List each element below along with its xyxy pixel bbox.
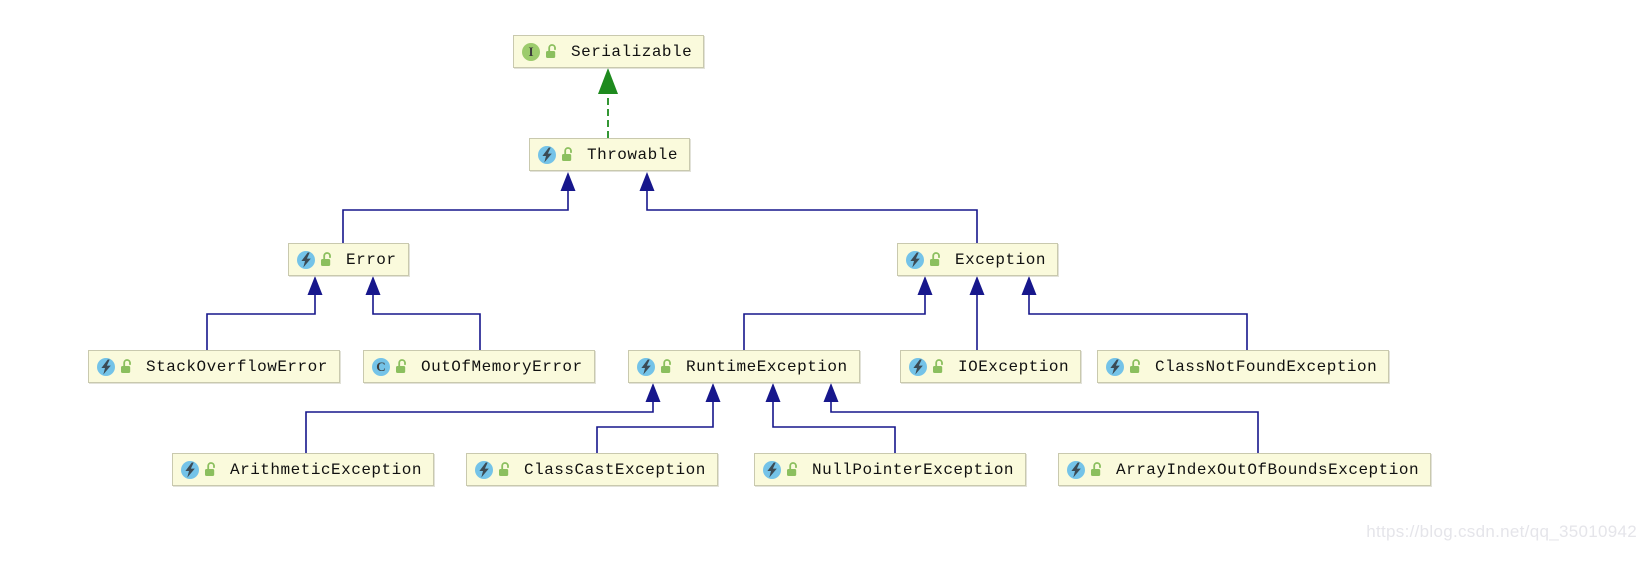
inheritance-edge-out-of-memory-error-to-error bbox=[372, 295, 481, 350]
lightning-bolt-icon bbox=[1071, 462, 1081, 477]
unlocked-lock-icon bbox=[396, 359, 406, 373]
unlocked-lock-icon bbox=[933, 359, 943, 373]
inheritance-arrowhead bbox=[645, 383, 661, 402]
inheritance-arrowhead bbox=[917, 276, 933, 295]
watermark-text: https://blog.csdn.net/qq_35010942 bbox=[1366, 522, 1637, 541]
inheritance-arrowhead bbox=[765, 383, 781, 402]
lightning-bolt-icon bbox=[910, 252, 920, 267]
class-name-label: Throwable bbox=[587, 145, 678, 164]
lightning-bolt-icon bbox=[185, 462, 195, 477]
class-name-label: ClassCastException bbox=[524, 460, 706, 479]
unlocked-lock-icon bbox=[321, 252, 331, 266]
class-node-class-not-found-exception[interactable]: ClassNotFoundException bbox=[1097, 350, 1390, 383]
class-name-label: ClassNotFoundException bbox=[1155, 357, 1378, 376]
class-icon-letter: C bbox=[376, 359, 386, 374]
class-node-runtime-exception[interactable]: RuntimeException bbox=[628, 350, 860, 383]
exception-class-icon bbox=[906, 250, 924, 269]
exception-class-icon bbox=[637, 357, 655, 376]
class-name-label: RuntimeException bbox=[686, 357, 848, 376]
class-name-label: Exception bbox=[955, 250, 1046, 269]
class-node-array-index-out-of-bounds-exception[interactable]: ArrayIndexOutOfBoundsException bbox=[1058, 453, 1432, 486]
inheritance-arrowhead bbox=[307, 276, 323, 295]
exception-class-icon bbox=[297, 250, 315, 269]
inheritance-arrowhead bbox=[560, 172, 576, 191]
exception-class-icon bbox=[1067, 460, 1085, 479]
exception-class-icon bbox=[181, 460, 199, 479]
unlocked-lock-icon bbox=[1130, 359, 1140, 373]
lightning-bolt-icon bbox=[913, 359, 923, 374]
inheritance-edge-arithmetic-exception-to-runtime-exception bbox=[305, 402, 654, 453]
class-node-io-exception[interactable]: IOException bbox=[900, 350, 1082, 383]
class-node-throwable[interactable]: Throwable bbox=[529, 138, 690, 171]
inheritance-edge-runtime-exception-to-exception bbox=[743, 295, 926, 350]
class-name-label: NullPointerException bbox=[812, 460, 1015, 479]
exception-class-icon bbox=[1106, 357, 1124, 376]
class-node-serializable[interactable]: I Serializable bbox=[513, 35, 705, 68]
class-name-label: OutOfMemoryError bbox=[421, 357, 583, 376]
exception-class-icon bbox=[475, 460, 493, 479]
exception-class-icon bbox=[97, 357, 115, 376]
lightning-bolt-icon bbox=[301, 252, 311, 267]
lightning-bolt-icon bbox=[101, 359, 111, 374]
class-node-null-pointer-exception[interactable]: NullPointerException bbox=[754, 453, 1027, 486]
class-name-label: IOException bbox=[958, 357, 1070, 376]
exception-class-icon bbox=[538, 145, 556, 164]
inheritance-arrowhead bbox=[639, 172, 655, 191]
unlocked-lock-icon bbox=[121, 359, 131, 373]
unlocked-lock-icon bbox=[562, 147, 572, 161]
inheritance-edge-stack-overflow-error-to-error bbox=[206, 295, 316, 350]
interface-icon-letter: I bbox=[528, 44, 534, 59]
class-name-label: Error bbox=[346, 250, 397, 269]
class-icon: C bbox=[372, 357, 390, 376]
lightning-bolt-icon bbox=[1110, 359, 1120, 374]
class-node-stack-overflow-error[interactable]: StackOverflowError bbox=[88, 350, 340, 383]
unlocked-lock-icon bbox=[787, 462, 797, 476]
class-node-error[interactable]: Error bbox=[288, 243, 409, 276]
inheritance-edge-class-not-found-exception-to-exception bbox=[1028, 295, 1248, 350]
inheritance-edge-null-pointer-exception-to-runtime-exception bbox=[772, 402, 896, 453]
inheritance-arrowhead bbox=[705, 383, 721, 402]
class-name-label: Serializable bbox=[571, 42, 693, 61]
class-node-out-of-memory-error[interactable]: C OutOfMemoryError bbox=[363, 350, 595, 383]
realization-arrowhead bbox=[598, 68, 618, 94]
inheritance-arrowhead bbox=[1021, 276, 1037, 295]
class-node-arithmetic-exception[interactable]: ArithmeticException bbox=[172, 453, 434, 486]
lightning-bolt-icon bbox=[767, 462, 777, 477]
class-name-label: ArithmeticException bbox=[230, 460, 422, 479]
class-name-label: StackOverflowError bbox=[146, 357, 328, 376]
exception-class-icon bbox=[909, 357, 927, 376]
inheritance-edge-class-cast-exception-to-runtime-exception bbox=[596, 402, 714, 453]
inheritance-edge-exception-to-throwable bbox=[646, 191, 978, 243]
class-name-label: ArrayIndexOutOfBoundsException bbox=[1116, 460, 1420, 479]
class-node-class-cast-exception[interactable]: ClassCastException bbox=[466, 453, 718, 486]
exception-class-icon bbox=[763, 460, 781, 479]
unlocked-lock-icon bbox=[1091, 462, 1101, 476]
interface-icon: I bbox=[522, 42, 540, 61]
lightning-bolt-icon bbox=[479, 462, 489, 477]
class-node-exception[interactable]: Exception bbox=[897, 243, 1058, 276]
unlocked-lock-icon bbox=[546, 44, 556, 58]
unlocked-lock-icon bbox=[499, 462, 509, 476]
inheritance-arrowhead bbox=[823, 383, 839, 402]
unlocked-lock-icon bbox=[930, 252, 940, 266]
inheritance-arrowhead bbox=[969, 276, 985, 295]
inheritance-arrowhead bbox=[365, 276, 381, 295]
inheritance-edge-array-index-out-of-bounds-exception-to-runtime-exception bbox=[830, 402, 1259, 453]
inheritance-edge-error-to-throwable bbox=[342, 191, 569, 243]
lightning-bolt-icon bbox=[641, 359, 651, 374]
lightning-bolt-icon bbox=[542, 147, 552, 162]
unlocked-lock-icon bbox=[661, 359, 671, 373]
unlocked-lock-icon bbox=[205, 462, 215, 476]
